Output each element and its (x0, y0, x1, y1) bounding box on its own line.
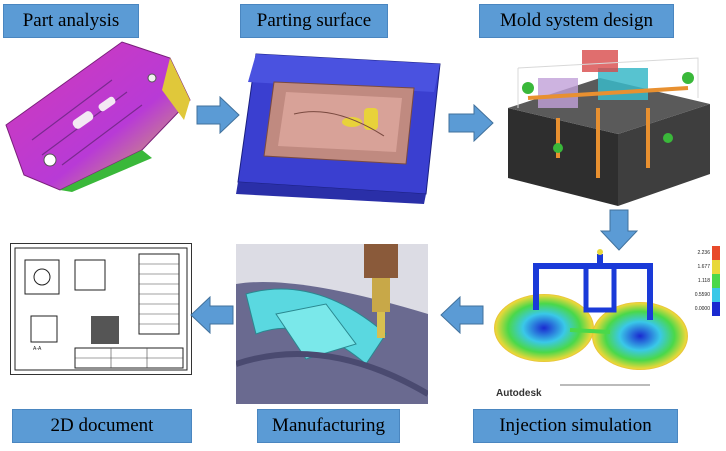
scale-value: 1.677 (697, 264, 710, 270)
part-analysis-label: Part analysis (3, 4, 139, 38)
2d-document-label: 2D document (12, 409, 192, 443)
scale-value: 1.118 (697, 278, 710, 284)
manufacturing-label: Manufacturing (257, 409, 400, 443)
arrow-right-2-icon (448, 104, 494, 142)
parting-surface-image (234, 44, 448, 204)
injection-simulation-label: Injection simulation (473, 409, 678, 443)
scale-value: 0.0000 (694, 306, 710, 312)
mold-system-design-label: Mold system design (479, 4, 674, 38)
part-analysis-image (2, 30, 194, 195)
arrow-left-2-icon (190, 296, 234, 334)
injection-simulation-image: Autodesk 2.236 1.677 1.118 0.5590 0.0000 (490, 240, 726, 408)
simulation-brand-text: Autodesk (496, 388, 542, 399)
simulation-scale-labels: 2.236 1.677 1.118 0.5590 0.0000 (690, 246, 710, 316)
scale-value: 2.236 (697, 250, 710, 256)
arrow-down-icon (600, 209, 638, 251)
manufacturing-image (236, 244, 428, 404)
parting-surface-label: Parting surface (240, 4, 388, 38)
section-label: A-A (33, 346, 42, 352)
scale-value: 0.5590 (694, 292, 710, 298)
arrow-left-1-icon (440, 296, 484, 334)
mold-system-design-image (498, 38, 716, 208)
arrow-right-1-icon (196, 96, 240, 134)
2d-document-image: A-A (10, 243, 192, 375)
